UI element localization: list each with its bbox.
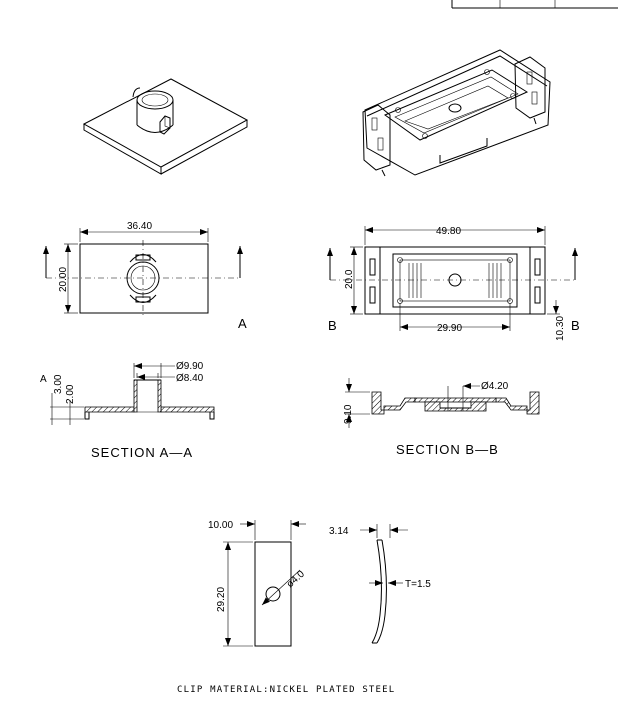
isometric-view-plate [82, 78, 249, 175]
dim-sec-a-outer-dia: Ø9.90 [176, 361, 204, 372]
section-b-b-view [345, 378, 540, 428]
section-a-a-view [50, 363, 215, 425]
section-title-a: SECTION A—A [91, 445, 193, 460]
section-marker-a: A [238, 316, 248, 331]
section-title-b: SECTION B—B [396, 442, 499, 457]
dim-top-height: 20.00 [58, 267, 69, 292]
dim-bottom-slot: 10.30 [555, 316, 566, 341]
dim-bottom-inner-width: 29.90 [437, 323, 462, 334]
section-marker-b-left: B [328, 318, 338, 333]
section-marker-a-left: A [40, 374, 47, 385]
material-note: CLIP MATERIAL:NICKEL PLATED STEEL [177, 685, 395, 695]
dim-sec-b-height: 9.10 [343, 404, 354, 424]
dim-top-width: 36.40 [127, 221, 152, 232]
dim-bottom-height: 20.0 [344, 269, 355, 289]
top-view-base [327, 226, 578, 331]
dim-clip-width: 10.00 [208, 520, 233, 531]
isometric-view-base [362, 49, 551, 177]
clip-front-view [223, 520, 306, 647]
dim-clip-hole: ø4.0 [285, 568, 308, 590]
dim-clip-thickness: T=1.5 [405, 579, 431, 590]
dim-sec-b-hole: Ø4.20 [481, 381, 509, 392]
dim-sec-a-thickness: 2.00 [65, 384, 76, 404]
dim-sec-a-height: 3.00 [53, 374, 64, 394]
dim-clip-height: 29.20 [216, 587, 227, 612]
title-block-corner [451, 0, 618, 9]
section-marker-b-right: B [571, 318, 581, 333]
top-view-plate [43, 228, 243, 316]
clip-side-view [360, 524, 408, 644]
dim-bottom-width: 49.80 [436, 226, 461, 237]
dim-clip-depth: 3.14 [329, 526, 349, 537]
dim-sec-a-inner-dia: Ø8.40 [176, 373, 204, 384]
